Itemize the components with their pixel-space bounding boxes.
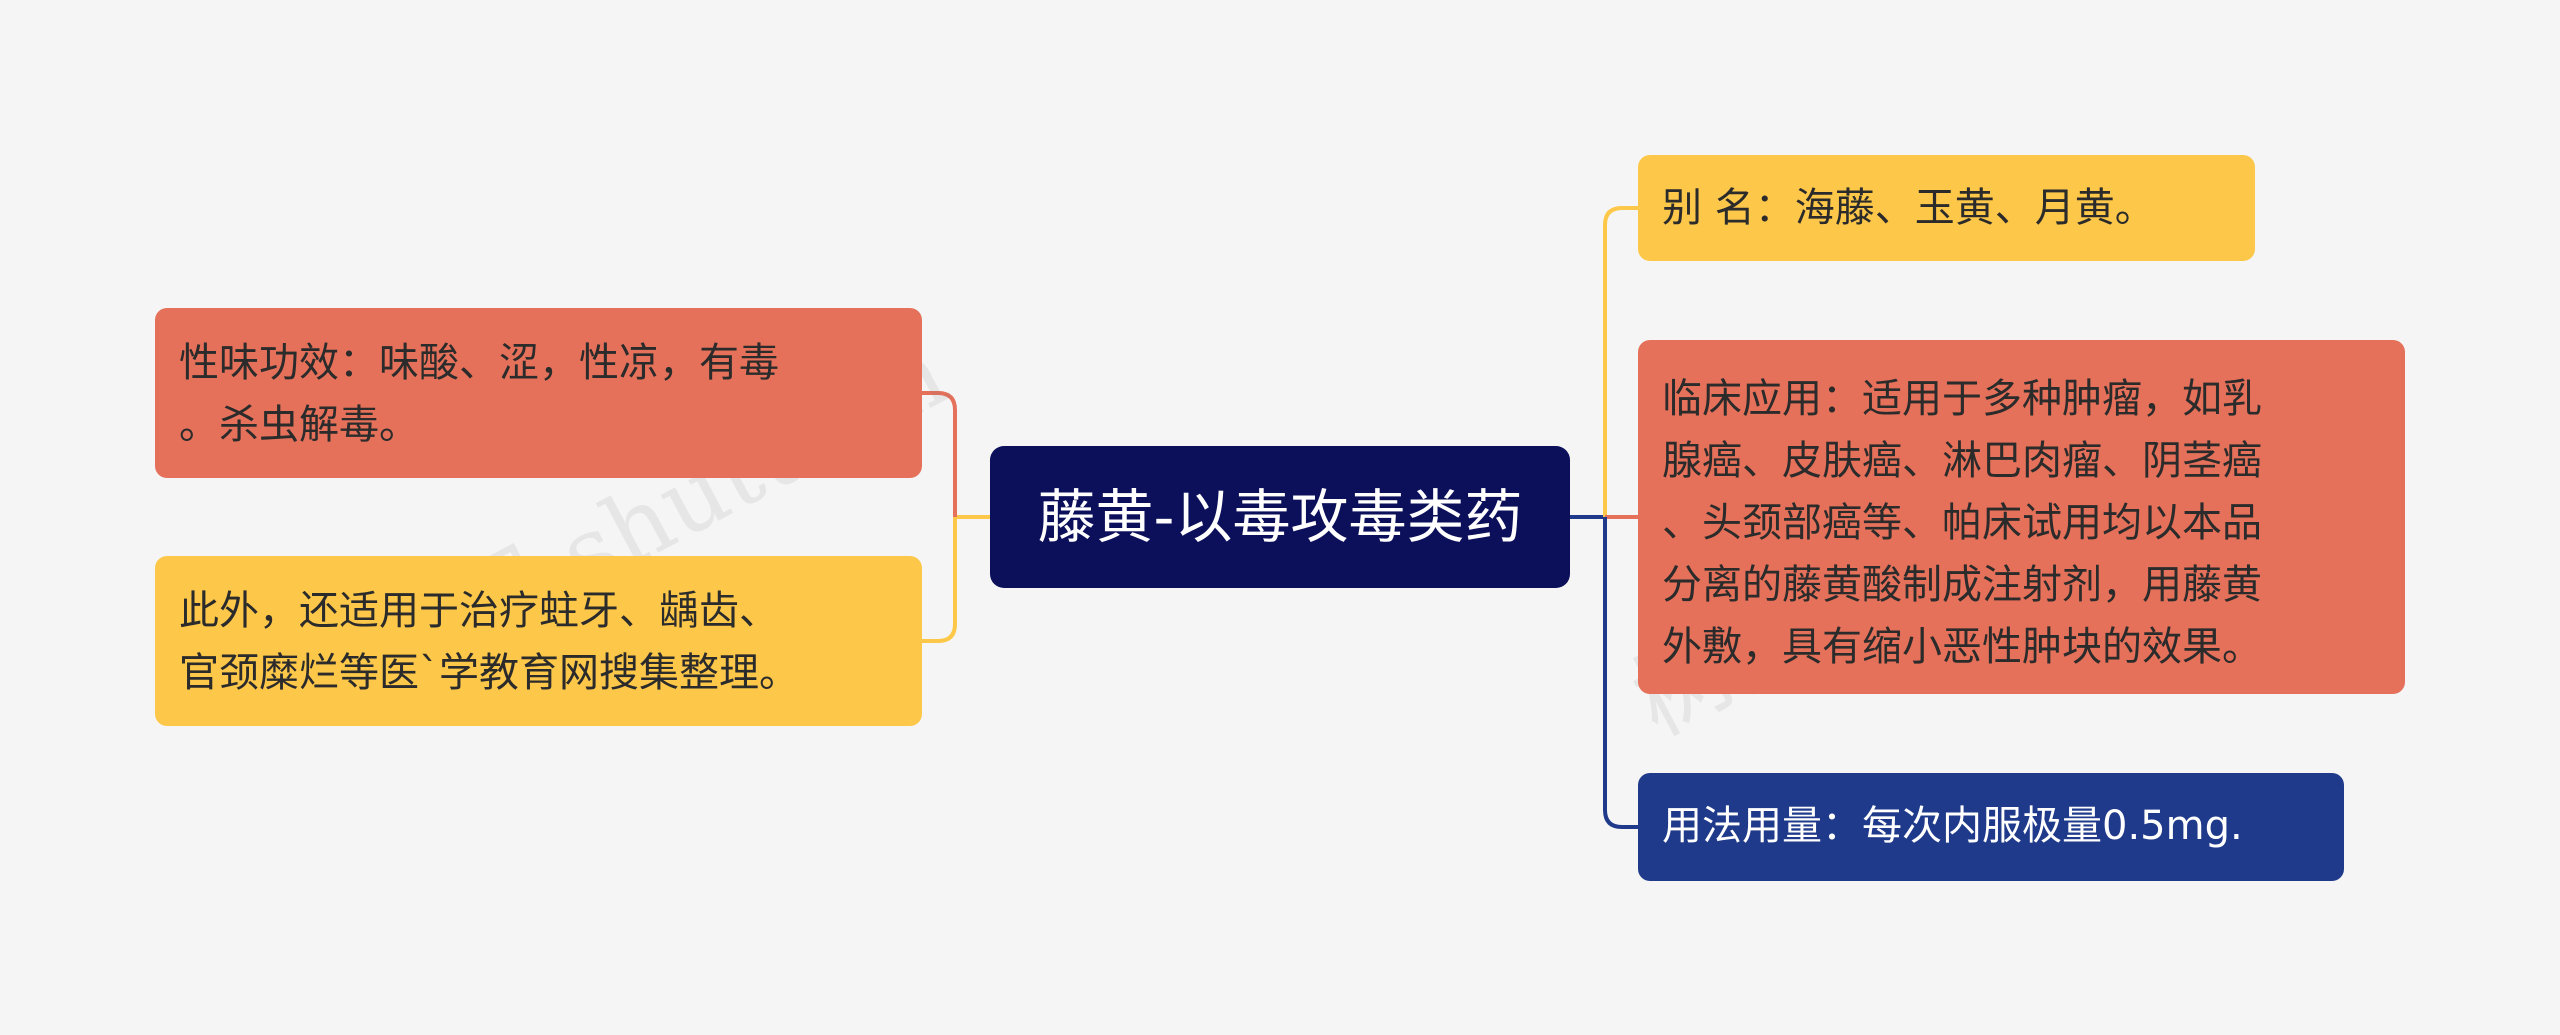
node-clinical-use[interactable]: 临床应用：适用于多种肿瘤，如乳 腺癌、皮肤癌、淋巴肉瘤、阴茎癌 、头颈部癌等、帕…	[1638, 340, 2405, 694]
node-dosage[interactable]: 用法用量：每次内服极量0.5mg.	[1638, 773, 2344, 881]
node-text-line: 外敷，具有缩小恶性肿块的效果。	[1662, 624, 2262, 670]
node-aliases[interactable]: 别 名：海藤、玉黄、月黄。	[1638, 155, 2255, 261]
node-text-line: 此外，还适用于治疗蛀牙、龋齿、	[179, 588, 779, 634]
node-text-line: 用法用量：每次内服极量0.5mg.	[1662, 803, 2243, 849]
connector-left-red	[922, 391, 957, 517]
node-text-line: 、头颈部癌等、帕床试用均以本品	[1662, 500, 2262, 546]
connector-left-yellow	[922, 517, 957, 643]
node-text-line: 腺癌、皮肤癌、淋巴肉瘤、阴茎癌	[1662, 438, 2262, 484]
connector-right-yellow	[1603, 206, 1638, 517]
node-text-line: 性味功效：味酸、涩，性凉，有毒	[179, 340, 779, 386]
node-text-line: 临床应用：适用于多种肿瘤，如乳	[1662, 376, 2262, 422]
root-node[interactable]: 藤黄-以毒攻毒类药	[990, 446, 1570, 588]
node-text-line: 。杀虫解毒。	[179, 402, 419, 448]
node-other-uses[interactable]: 此外，还适用于治疗蛀牙、龋齿、 官颈糜烂等医`学教育网搜集整理。	[155, 556, 922, 726]
node-text-line: 官颈糜烂等医`学教育网搜集整理。	[179, 650, 799, 696]
node-text-line: 分离的藤黄酸制成注射剂，用藤黄	[1662, 562, 2262, 608]
connector-right-navy	[1603, 517, 1638, 829]
node-text-line: 别 名：海藤、玉黄、月黄。	[1662, 185, 2155, 231]
node-properties-effects[interactable]: 性味功效：味酸、涩，性凉，有毒 。杀虫解毒。	[155, 308, 922, 478]
